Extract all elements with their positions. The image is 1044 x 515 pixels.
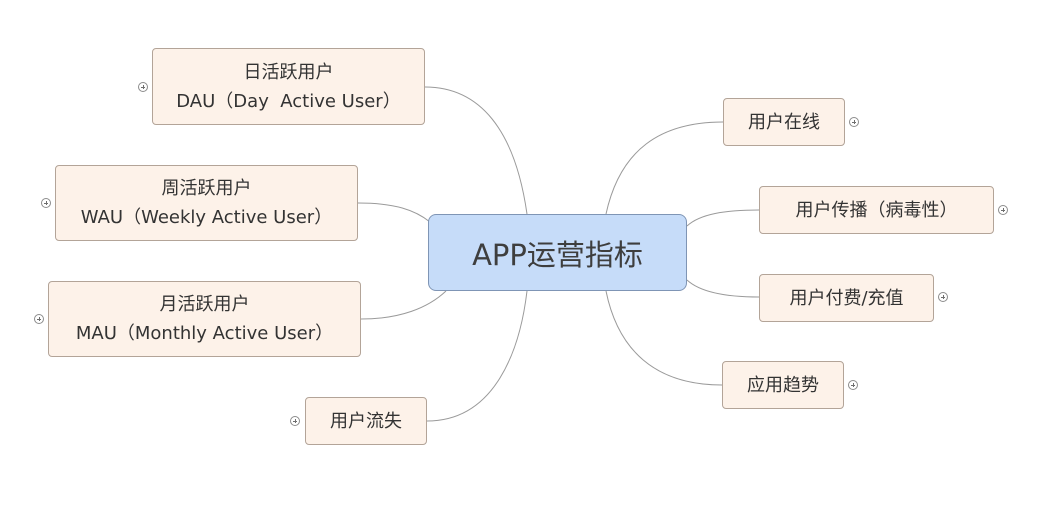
expand-dau-icon[interactable] [138,82,148,92]
topic-mau-subtitle: MAU（Monthly Active User） [75,323,334,344]
expand-viral-icon[interactable] [998,205,1008,215]
topic-online[interactable]: 用户在线 [723,98,845,146]
topic-churn-title: 用户流失 [330,410,402,432]
topic-wau[interactable]: 周活跃用户 WAU（Weekly Active User） [55,165,358,241]
topic-dau-subtitle: DAU（Day Active User） [176,90,401,112]
connector-mau [360,290,447,320]
connector-wau [357,202,431,223]
topic-dau-title: 日活跃用户 [243,61,334,83]
connector-trend [605,290,723,386]
expand-wau-icon[interactable] [41,198,51,208]
topic-mau-title: 月活跃用户 [159,294,250,315]
connector-churn [426,290,528,422]
connector-dau [424,86,528,215]
topic-trend-title: 应用趋势 [747,374,819,396]
topic-mau[interactable]: 月活跃用户 MAU（Monthly Active User） [48,281,361,357]
connector-online [605,121,724,215]
topic-viral-title: 用户传播（病毒性） [795,199,958,221]
expand-online-icon[interactable] [849,117,859,127]
expand-churn-icon[interactable] [290,416,300,426]
connector-viral [686,209,760,227]
central-topic-label: APP运营指标 [472,237,643,272]
topic-payment-title: 用户付费/充值 [789,287,904,309]
central-topic[interactable]: APP运营指标 [428,214,687,291]
expand-payment-icon[interactable] [938,292,948,302]
topic-wau-subtitle: WAU（Weekly Active User） [80,207,333,228]
topic-dau[interactable]: 日活跃用户 DAU（Day Active User） [152,48,425,125]
topic-online-title: 用户在线 [748,111,820,133]
topic-trend[interactable]: 应用趋势 [722,361,844,409]
topic-churn[interactable]: 用户流失 [305,397,427,445]
connector-payment [686,279,760,298]
topic-payment[interactable]: 用户付费/充值 [759,274,934,322]
expand-trend-icon[interactable] [848,380,858,390]
topic-viral[interactable]: 用户传播（病毒性） [759,186,994,234]
topic-wau-title: 周活跃用户 [161,178,252,199]
expand-mau-icon[interactable] [34,314,44,324]
